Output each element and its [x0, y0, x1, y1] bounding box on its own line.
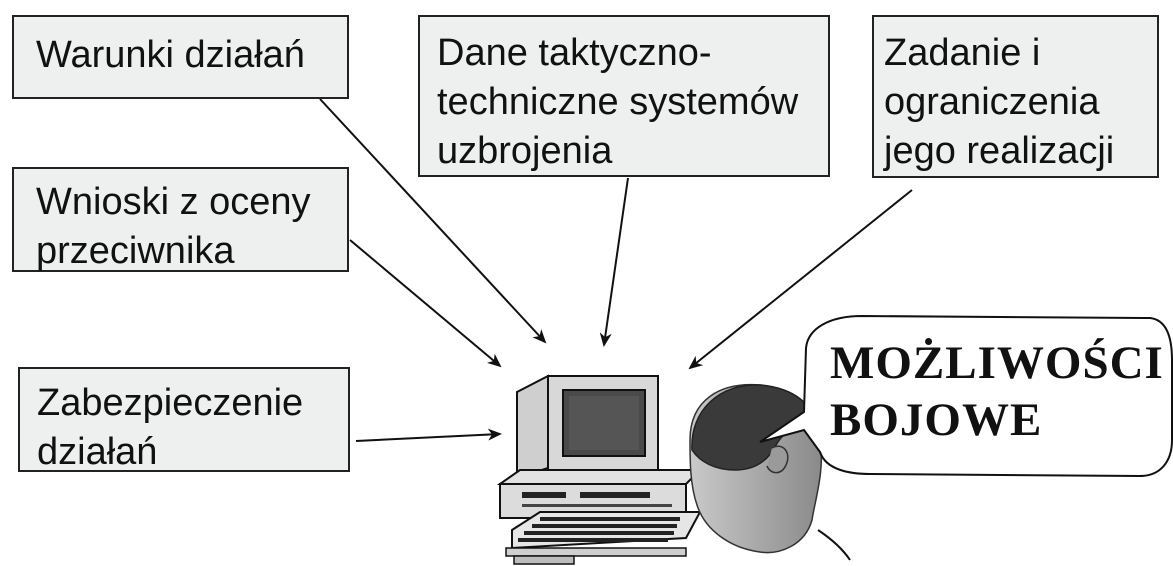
arrow-warunki: [319, 98, 547, 344]
input-box-zadanie: Zadanie i ograniczenia jego realizacji: [872, 15, 1159, 178]
bubble-line-1: MOŻLIWOŚCI: [830, 337, 1164, 389]
input-box-zabezpieczenie: Zabezpieczenie działań: [18, 367, 350, 473]
arrow-zabezpieczenie: [355, 428, 502, 442]
input-wnioski-line-1: Wnioski z oceny: [36, 181, 311, 223]
bubble-line-2: BOJOWE: [830, 394, 1043, 446]
input-dane-line-2: techniczne systemów: [437, 81, 799, 123]
arrows: [319, 98, 913, 442]
input-zabezpieczenie-line-1: Zabezpieczenie: [37, 382, 304, 424]
input-wnioski-line-2: przeciwnika: [36, 230, 235, 272]
input-dane-line-1: Dane taktyczno-: [437, 32, 712, 74]
input-box-wnioski: Wnioski z oceny przeciwnika: [12, 167, 349, 272]
arrow-zadanie: [688, 189, 913, 370]
input-box-warunki: Warunki działań: [12, 15, 349, 99]
input-warunki-line-1: Warunki działań: [36, 34, 305, 76]
arrow-wnioski: [349, 239, 502, 368]
speech-bubble: [759, 314, 1173, 478]
input-zadanie-line-2: ograniczenia: [884, 81, 1100, 123]
input-zadanie-line-3: jego realizacji: [884, 130, 1115, 172]
input-box-dane: Dane taktyczno- techniczne systemów uzbr…: [418, 15, 830, 177]
computer-icon: [496, 374, 703, 565]
input-zabezpieczenie-line-2: działań: [37, 431, 158, 473]
speech-bubble-text: MOŻLIWOŚCI BOJOWE: [830, 335, 1164, 449]
arrow-dane: [599, 177, 629, 347]
input-dane-line-3: uzbrojenia: [437, 130, 613, 172]
input-zadanie-line-1: Zadanie i: [884, 32, 1041, 74]
